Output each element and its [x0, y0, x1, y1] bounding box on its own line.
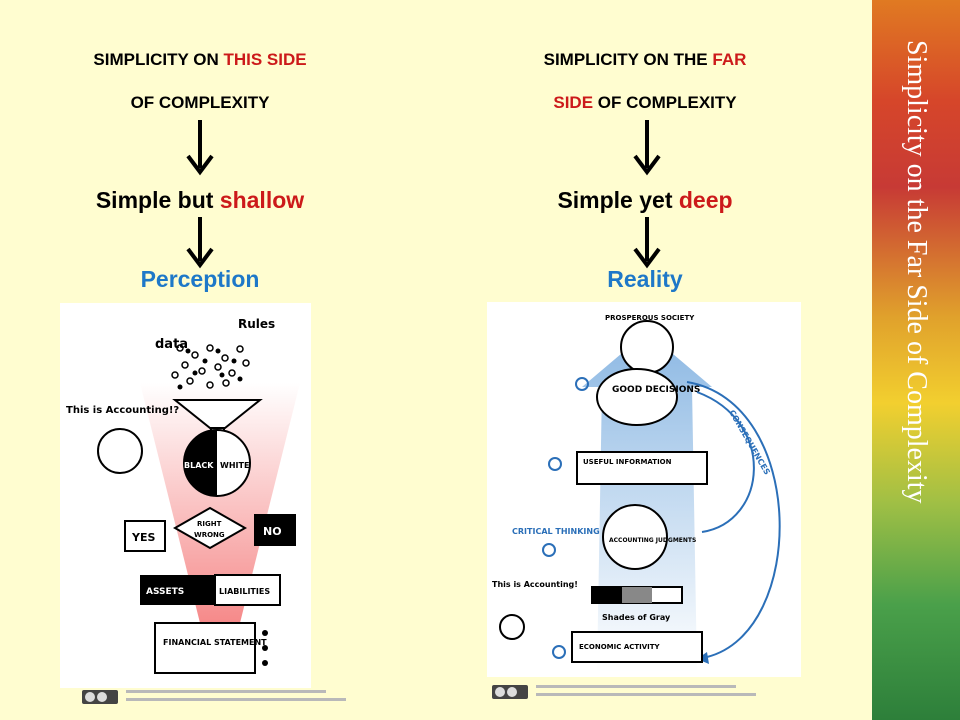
sketch-label-right: RIGHT — [197, 520, 222, 528]
right-arrow-down-1 — [633, 120, 661, 176]
sketch-label-yes: YES — [131, 531, 155, 544]
sketch-label-data: data — [155, 337, 188, 352]
sketch-label-question: This is Accounting!? — [66, 405, 179, 416]
right-heading-line2-suffix: OF COMPLEXITY — [593, 93, 737, 112]
perception-sketch-illustration: data Rules BLACK WHITE This is Accountin… — [66, 317, 300, 674]
cc-license-icon — [492, 685, 528, 699]
left-heading-prefix: SIMPLICITY ON — [93, 50, 224, 69]
sketch-label-black: BLACK — [184, 461, 214, 470]
left-middle-prefix: Simple but — [95, 187, 220, 213]
sketch-label-no: NO — [263, 525, 282, 538]
left-heading-line1: SIMPLICITY ON THIS SIDE — [50, 50, 350, 70]
slide-title: Simplicity on the Far Side of Complexity — [901, 40, 932, 504]
right-result-reality: Reality — [607, 266, 683, 292]
right-middle-prefix: Simple yet — [557, 187, 679, 213]
left-sketch-panel: data Rules BLACK WHITE This is Accountin… — [60, 303, 311, 688]
right-heading-highlight: FAR — [712, 50, 747, 69]
sketch-label-this-is-accounting: This is Accounting! — [492, 580, 578, 589]
left-middle-highlight: shallow — [219, 187, 305, 213]
left-result-perception: Perception — [140, 266, 260, 292]
left-cc-license — [82, 690, 346, 706]
sketch-label-white: WHITE — [220, 461, 249, 470]
right-middle-text: Simple yet deep — [495, 187, 795, 214]
sketch-label-liabilities: LIABILITIES — [219, 587, 270, 596]
sketch-label-critical-thinking: CRITICAL THINKING — [512, 527, 600, 536]
right-heading-line1: SIMPLICITY ON THE FAR — [495, 50, 795, 70]
sketch-label-shades-of-gray: Shades of Gray — [602, 613, 671, 622]
right-arrow-down-2 — [633, 217, 661, 269]
right-heading-line2-highlight: SIDE — [553, 93, 594, 112]
cc-license-icon — [82, 690, 118, 704]
left-middle-text: Simple but shallow — [50, 187, 350, 214]
sketch-label-prosperous-society: PROSPEROUS SOCIETY — [605, 314, 695, 322]
sketch-label-assets: ASSETS — [146, 587, 184, 597]
sketch-label-wrong: WRONG — [194, 531, 225, 539]
sketch-label-consequences: CONSEQUENCES — [727, 409, 771, 477]
sketch-label-rules: Rules — [238, 317, 275, 331]
left-arrow-down-1 — [186, 120, 214, 176]
sketch-label-useful-information: USEFUL INFORMATION — [583, 458, 672, 466]
left-heading-highlight: THIS SIDE — [223, 50, 307, 69]
reality-sketch-illustration: PROSPEROUS SOCIETY GOOD DECISIONS CONSEQ… — [492, 314, 781, 672]
sketch-label-accounting-judgments: ACCOUNTING JUDGMENTS — [609, 537, 696, 544]
rainbow-side-band — [872, 0, 960, 720]
left-arrow-down-2 — [186, 217, 214, 269]
right-sketch-panel: PROSPEROUS SOCIETY GOOD DECISIONS CONSEQ… — [487, 302, 801, 677]
left-heading-line2: OF COMPLEXITY — [130, 93, 270, 112]
sketch-label-economic-activity: ECONOMIC ACTIVITY — [579, 643, 661, 651]
right-heading-prefix: SIMPLICITY ON THE — [543, 50, 713, 69]
right-cc-license — [492, 685, 772, 701]
right-heading-line2: SIDE OF COMPLEXITY — [495, 93, 795, 113]
sketch-label-good-decisions: GOOD DECISIONS — [612, 385, 700, 395]
right-middle-highlight: deep — [678, 187, 733, 213]
sketch-label-financial-statement: FINANCIAL STATEMENT — [163, 638, 267, 647]
